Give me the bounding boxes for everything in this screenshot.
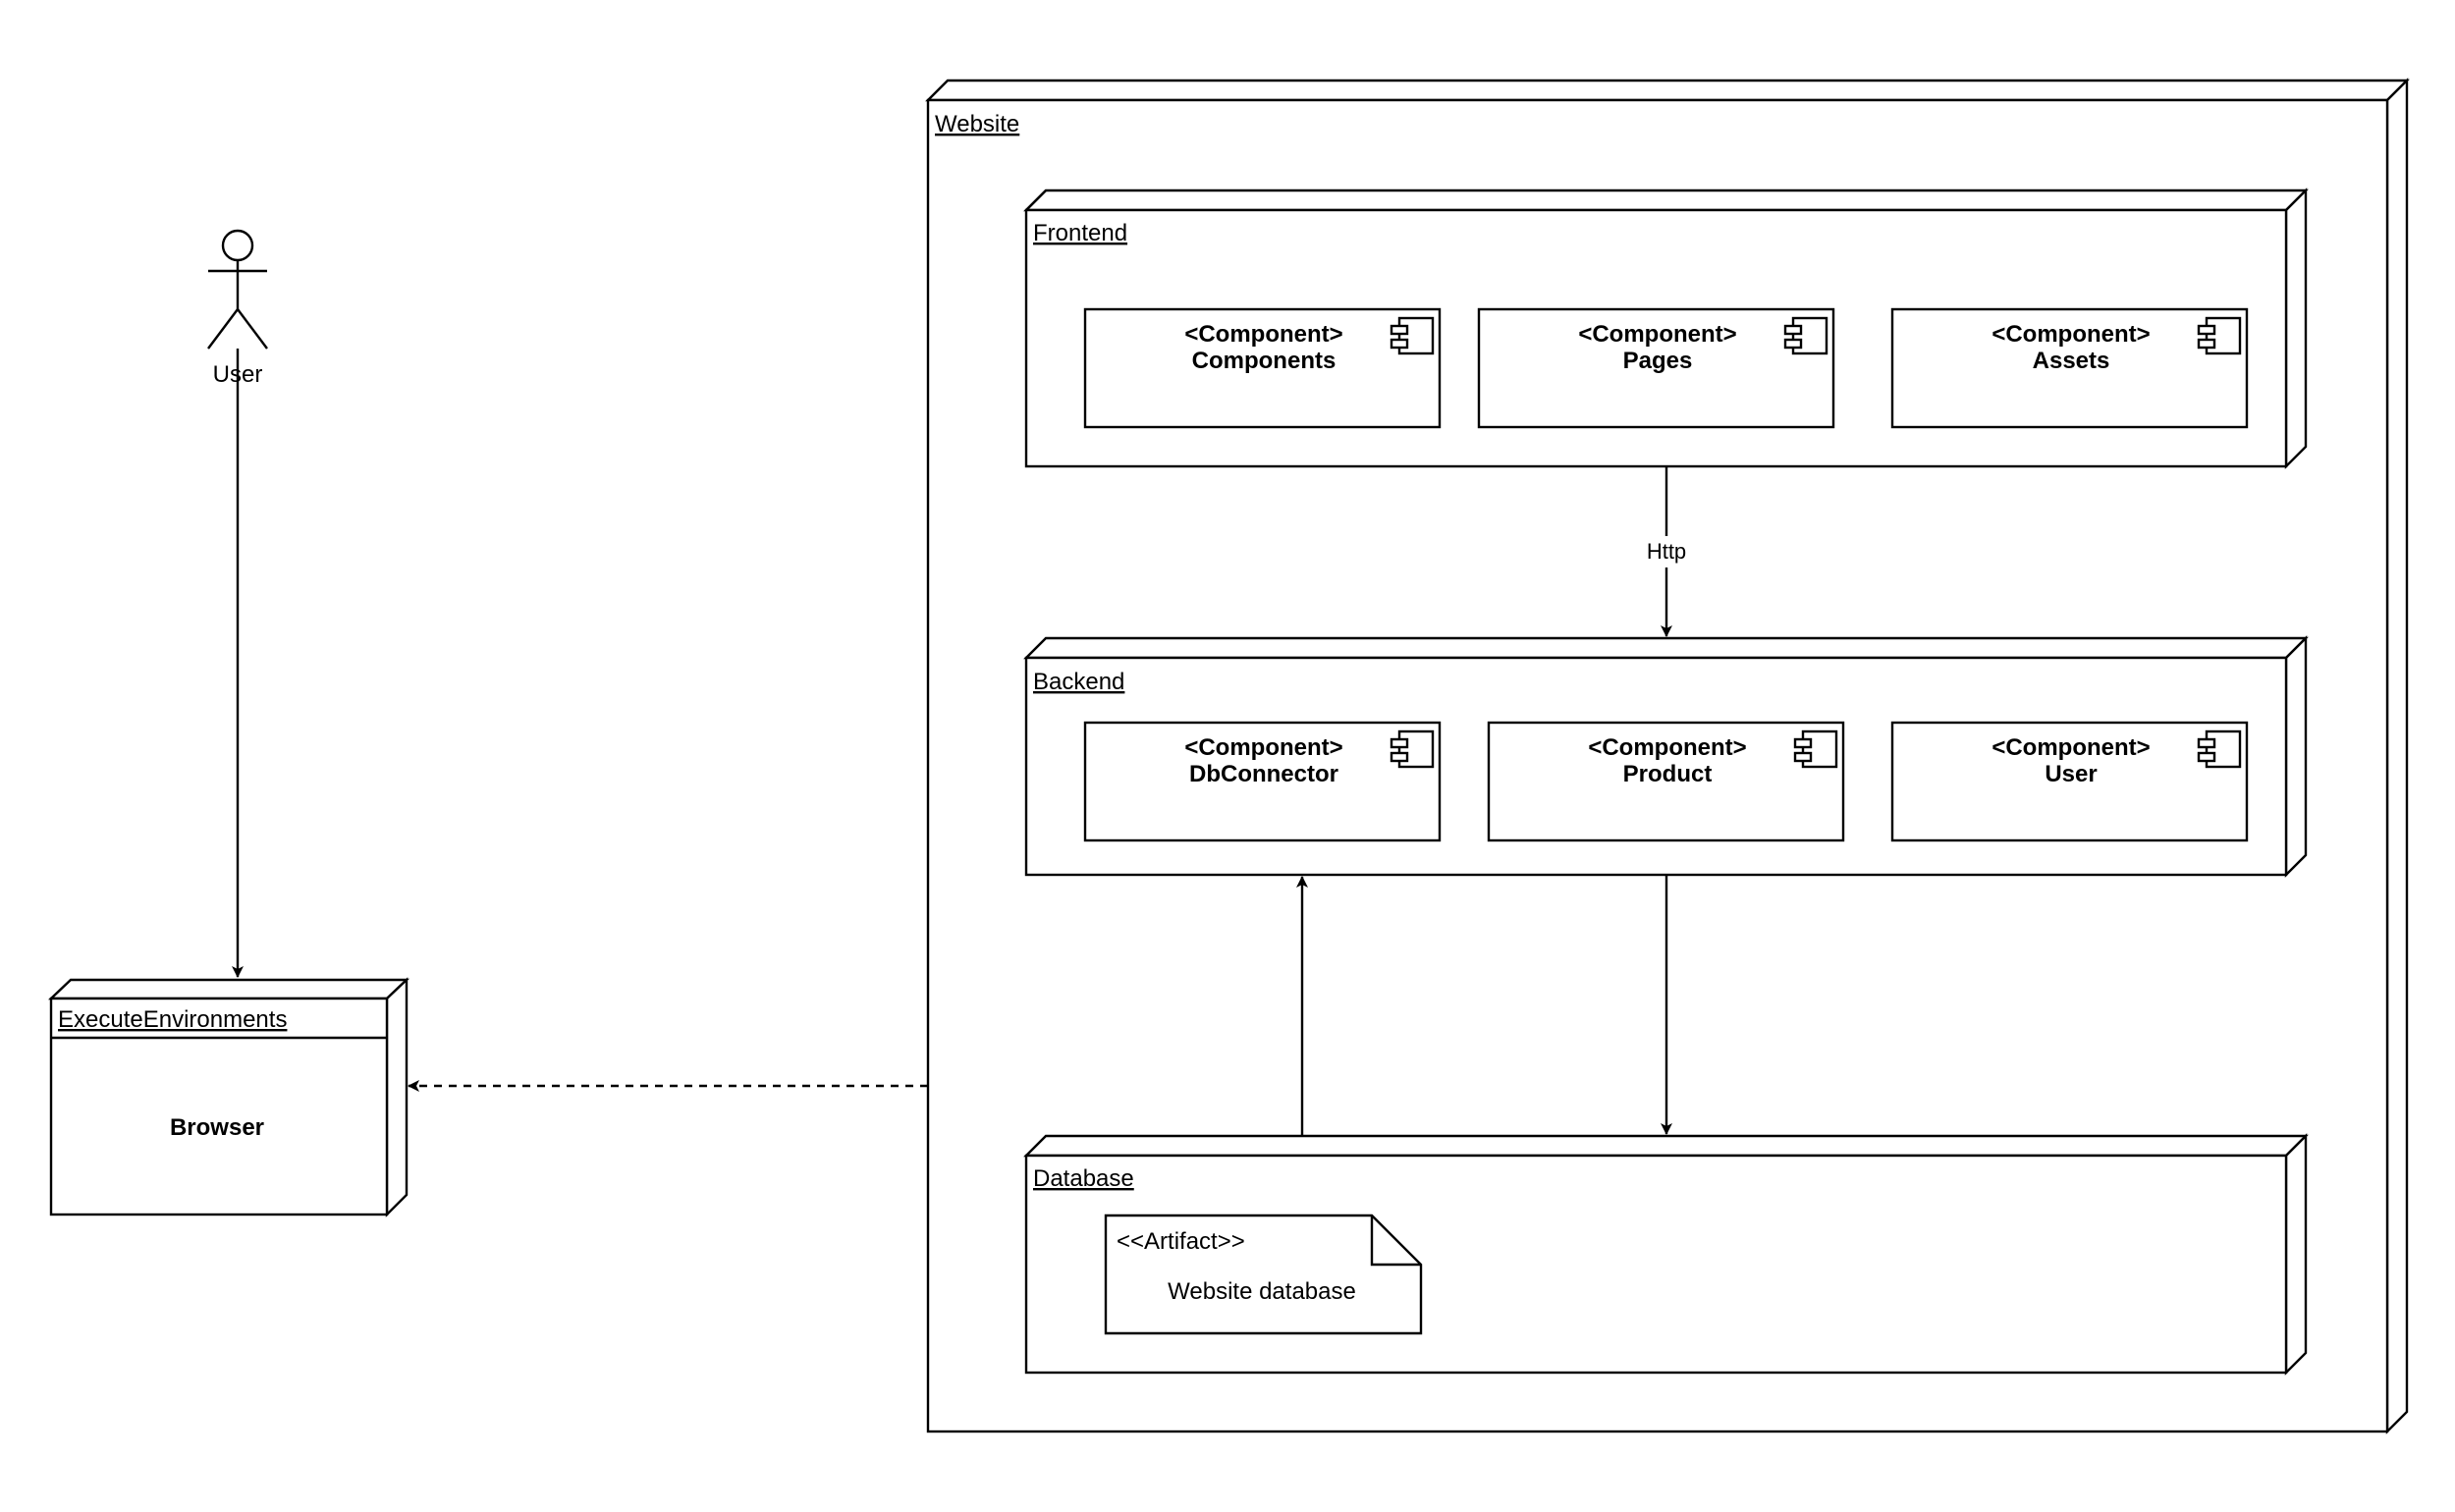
component-assets[interactable]: <Component> Assets [1890,307,2249,429]
component-pages-name: Pages [1623,348,1693,374]
http-label: Http [1647,539,1686,564]
component-product-stereotype: <Component> [1588,734,1746,761]
browser-label: Browser [170,1114,264,1141]
http-label-background [1642,536,1691,567]
component-pages-stereotype: <Component> [1578,321,1736,348]
component-user-icon [2197,729,2242,769]
component-product[interactable]: <Component> Product [1487,721,1845,842]
component-components-stereotype: <Component> [1184,321,1342,348]
component-assets-name: Assets [2033,348,2110,374]
component-user-name: User [2045,761,2097,787]
component-pages-icon [1783,316,1828,355]
execute-environments-node[interactable]: ExecuteEnvironments Browser [47,977,410,1217]
component-components-name: Components [1192,348,1337,374]
component-dbconnector-icon [1390,729,1435,769]
component-dbconnector-name: DbConnector [1189,761,1338,787]
component-components-icon [1390,316,1435,355]
component-user[interactable]: <Component> User [1890,721,2249,842]
component-user-stereotype: <Component> [1991,734,2150,761]
artifact-name: Website database [1168,1278,1356,1305]
database-title: Database [1033,1165,1134,1192]
component-components[interactable]: <Component> Components [1083,307,1442,429]
execute-environments-title: ExecuteEnvironments [58,1006,287,1033]
artifact-stereotype: <<Artifact>> [1117,1228,1245,1255]
component-pages[interactable]: <Component> Pages [1477,307,1835,429]
database-node[interactable]: Database [1023,1133,2309,1376]
component-assets-icon [2197,316,2242,355]
component-product-name: Product [1623,761,1713,787]
component-assets-stereotype: <Component> [1991,321,2150,348]
component-dbconnector[interactable]: <Component> DbConnector [1083,721,1442,842]
frontend-title: Frontend [1033,220,1127,246]
backend-title: Backend [1033,669,1124,695]
component-product-icon [1793,729,1838,769]
component-dbconnector-stereotype: <Component> [1184,734,1342,761]
website-title: Website [935,111,1019,137]
artifact-website-database[interactable]: <<Artifact>> Website database [1104,1214,1423,1335]
